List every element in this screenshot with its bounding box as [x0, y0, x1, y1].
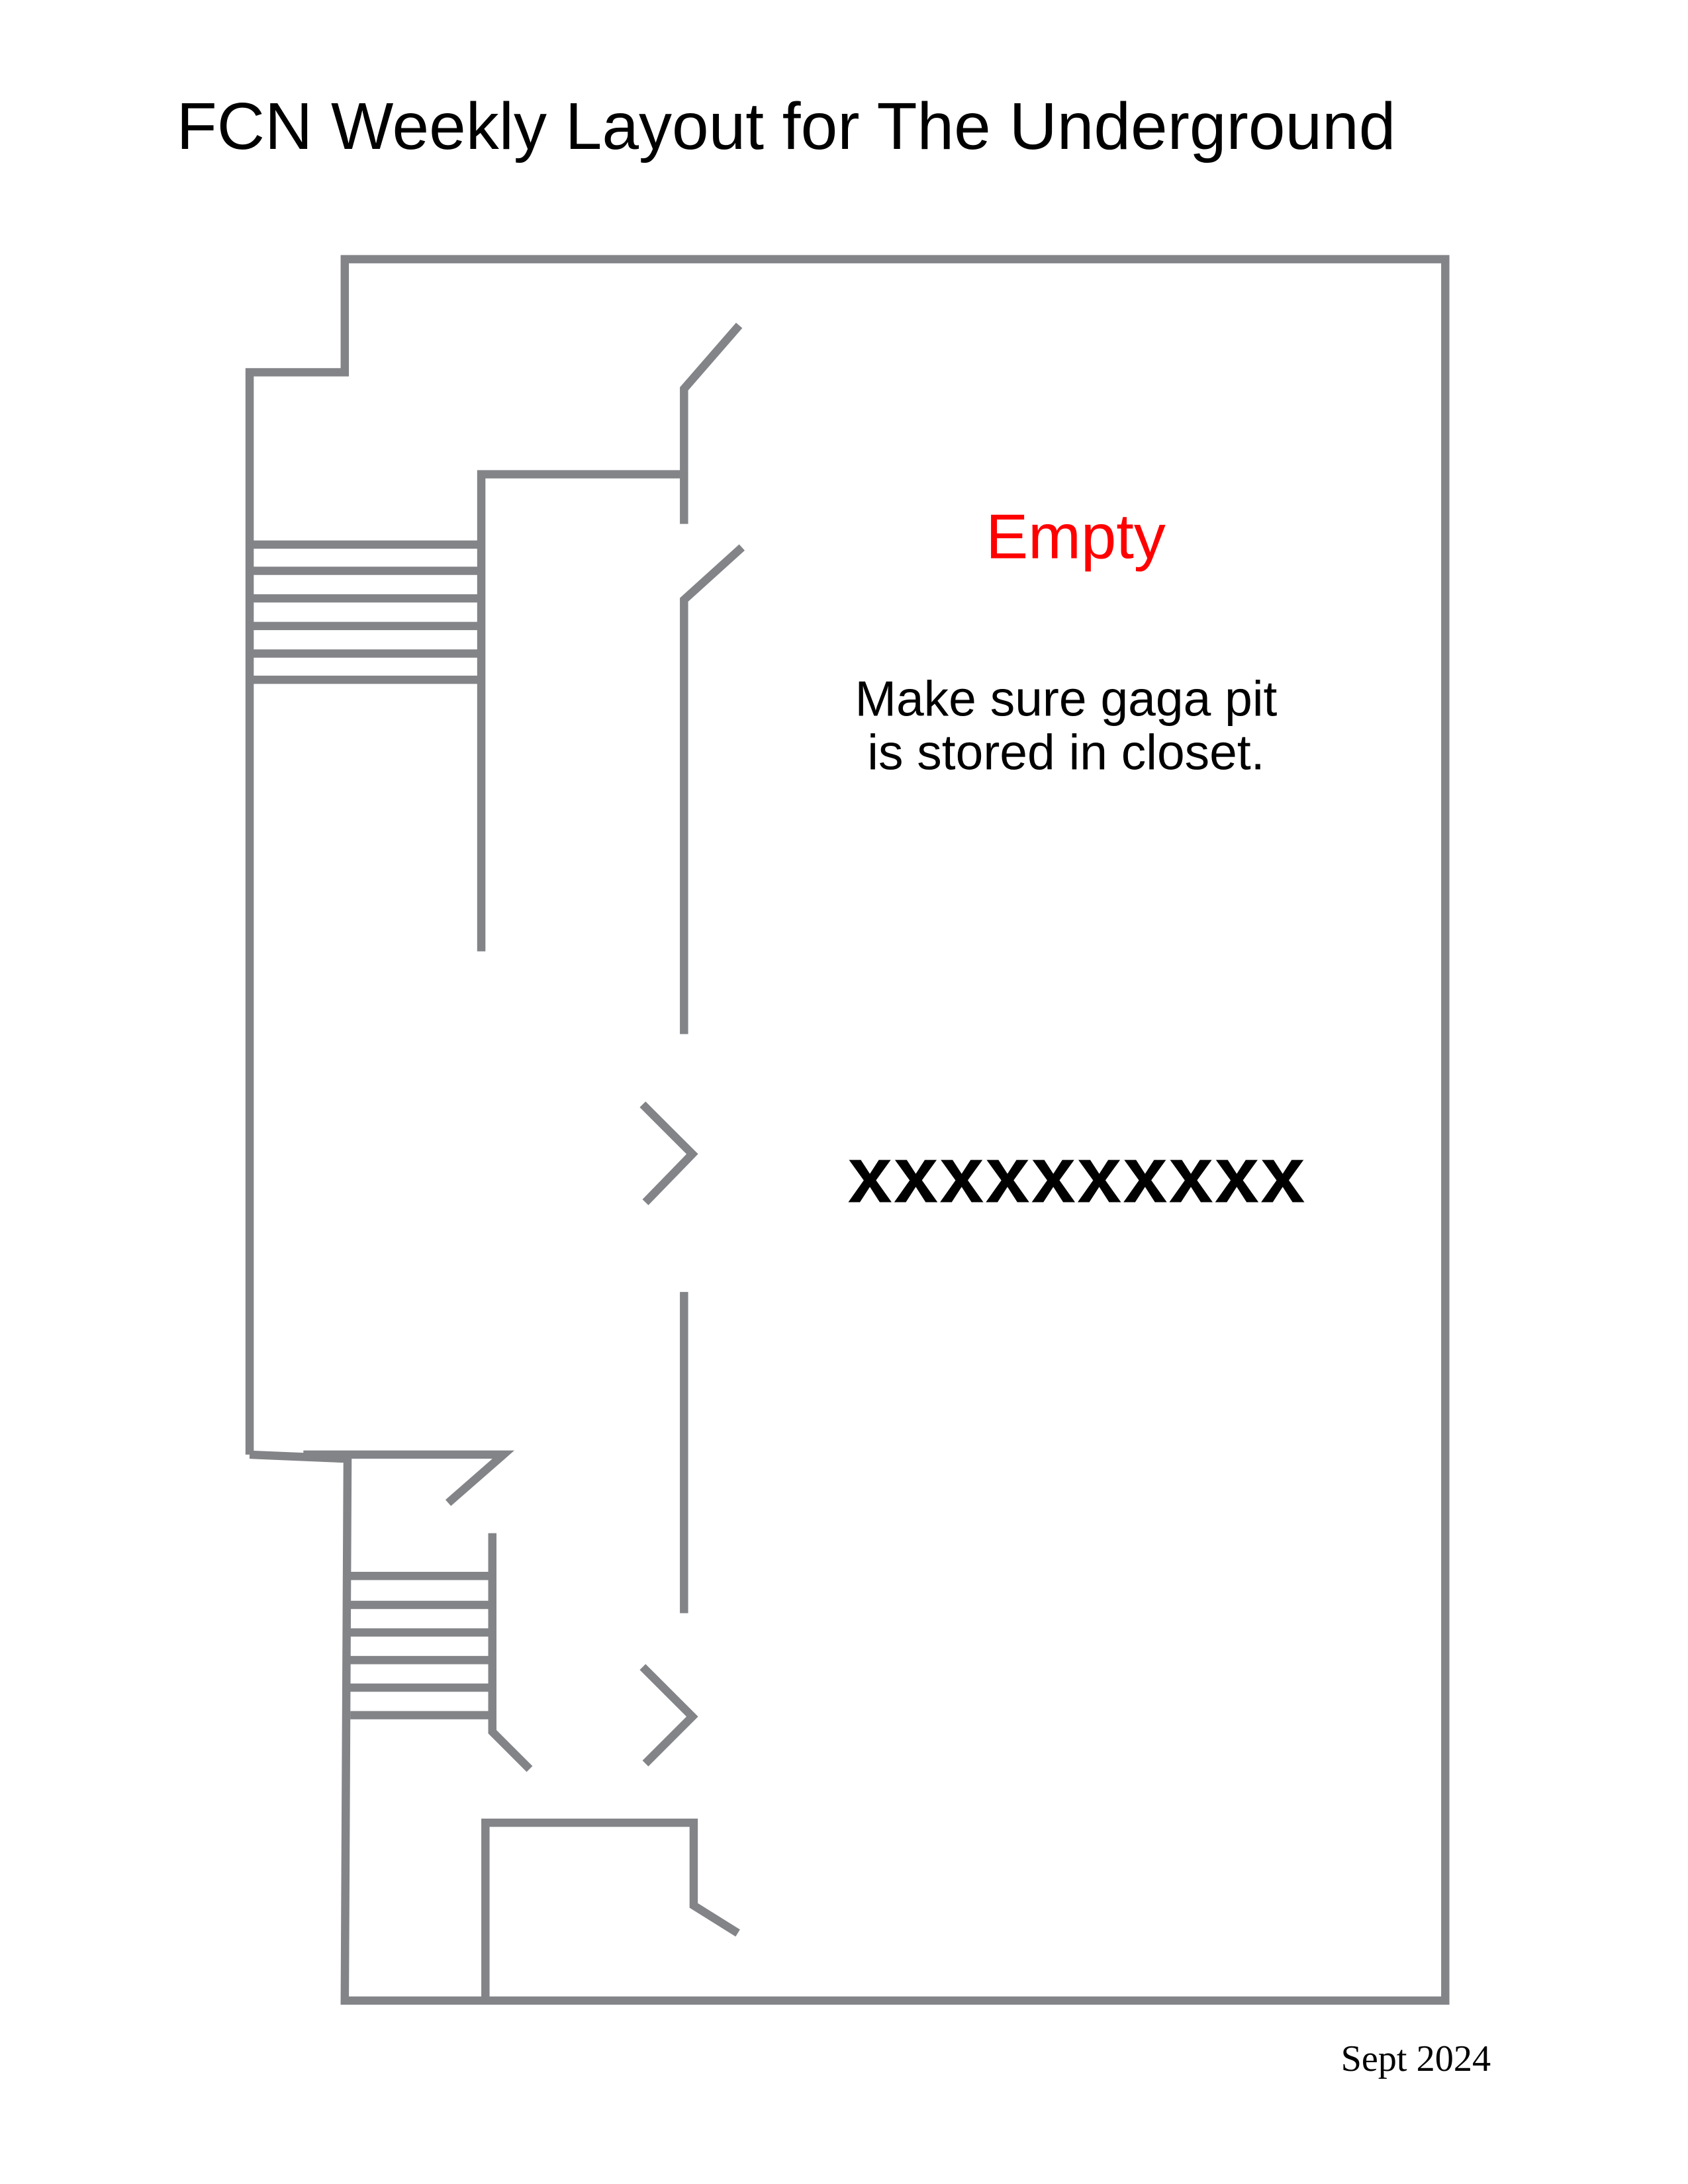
page-title: FCN Weekly Layout for The Underground [177, 89, 1396, 163]
marker-row: xxxxxxxxxx [848, 1130, 1307, 1220]
upper-door [680, 322, 743, 524]
room-status-label: Empty [986, 502, 1166, 572]
second-door-wall [680, 544, 745, 1034]
lower-stair-rail [488, 1533, 533, 1772]
outer-wall-upper [245, 255, 1450, 2005]
room-note-line-2: is stored in closet. [867, 725, 1264, 780]
footer-date: Sept 2024 [1341, 2038, 1491, 2079]
walls [245, 255, 1450, 2005]
room-note-line-1: Make sure gaga pit [855, 670, 1277, 726]
lower-landing-wall [303, 1450, 515, 1506]
door-chevron-1 [639, 1101, 698, 1206]
upper-stairs [250, 540, 482, 684]
door-chevron-2 [639, 1664, 698, 1767]
inner-corridor-wall [477, 470, 684, 952]
lower-stairs [350, 1572, 492, 1719]
closet-wall [481, 1818, 740, 2001]
